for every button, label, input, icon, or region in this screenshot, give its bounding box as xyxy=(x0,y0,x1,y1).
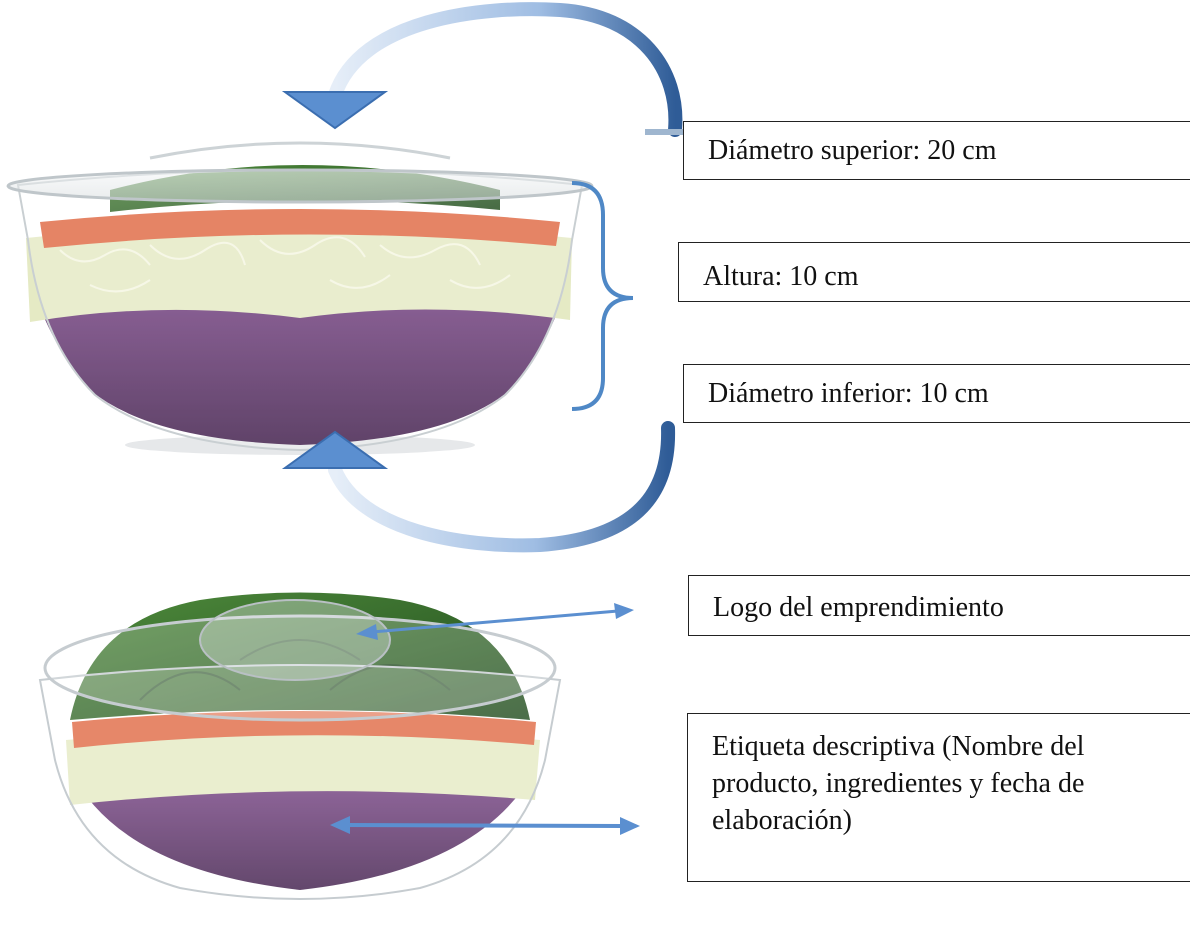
lid-logo-area xyxy=(200,600,390,680)
bottom-diameter-label: Diámetro inferior: 10 cm xyxy=(708,377,989,411)
descriptive-label-box: Etiqueta descriptiva (Nombre del product… xyxy=(687,713,1190,882)
logo-label-box: Logo del emprendimiento xyxy=(688,575,1190,636)
logo-label: Logo del emprendimiento xyxy=(713,591,1004,625)
top-diameter-label: Diámetro superior: 20 cm xyxy=(708,134,996,168)
salad-bowl-side-view xyxy=(8,143,592,455)
bottom-diameter-arrow xyxy=(285,428,668,545)
bowl-rim xyxy=(8,170,592,202)
bottom-diameter-label-box: Diámetro inferior: 10 cm xyxy=(683,364,1190,423)
top-diameter-arrow xyxy=(285,9,690,132)
arrow-down-icon xyxy=(285,92,385,128)
bowl-lid xyxy=(150,143,450,158)
height-label-box: Altura: 10 cm xyxy=(678,242,1190,302)
height-bracket xyxy=(572,183,633,409)
salad-bowl-lid-view xyxy=(40,593,560,900)
top-diameter-label-box: Diámetro superior: 20 cm xyxy=(683,121,1190,180)
height-label: Altura: 10 cm xyxy=(703,260,859,294)
bowl-plastic xyxy=(18,170,582,450)
descriptive-label-text: Etiqueta descriptiva (Nombre del product… xyxy=(712,728,1190,839)
